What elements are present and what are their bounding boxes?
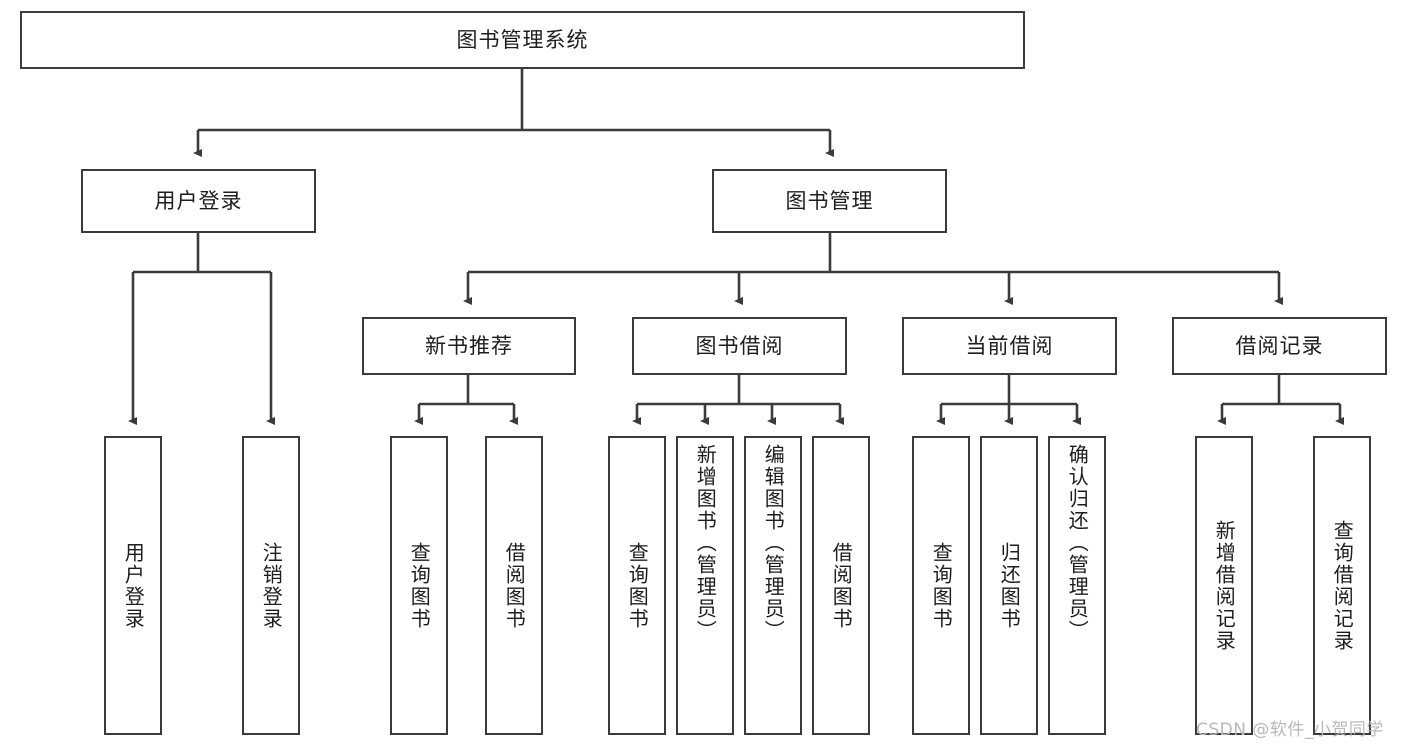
node-leaf-edit-book[interactable]: 编辑图书（管理员） [744,436,802,735]
node-leaf-query-record-label: 查询借阅记录 [1330,519,1355,652]
node-leaf-query-book-3[interactable]: 查询图书 [912,436,970,735]
node-current-borrow-label: 当前借阅 [965,333,1054,358]
node-book-borrow-label: 图书借阅 [695,333,784,358]
node-book-borrow[interactable]: 图书借阅 [632,317,847,375]
node-leaf-query-book-1-label: 查询图书 [407,541,432,630]
node-user-login[interactable]: 用户登录 [81,169,316,233]
node-borrow-record-label: 借阅记录 [1235,333,1324,358]
node-leaf-edit-book-label: 编辑图书（管理员） [761,444,786,642]
node-leaf-borrow-book-2-label: 借阅图书 [829,541,854,630]
node-new-book-recommend-label: 新书推荐 [425,333,513,358]
node-current-borrow[interactable]: 当前借阅 [902,317,1117,375]
watermark-text: CSDN @软件_小贺同学 [1196,720,1384,740]
node-leaf-borrow-book-2[interactable]: 借阅图书 [812,436,870,735]
node-leaf-return-book[interactable]: 归还图书 [980,436,1038,735]
node-root-label: 图书管理系统 [456,27,589,52]
node-leaf-borrow-book-1-label: 借阅图书 [502,541,527,630]
node-leaf-user-logout[interactable]: 注销登录 [242,436,300,735]
node-leaf-add-record[interactable]: 新增借阅记录 [1195,436,1253,735]
node-leaf-user-login-label: 用户登录 [121,541,146,630]
node-leaf-add-record-label: 新增借阅记录 [1212,519,1237,652]
node-leaf-add-book[interactable]: 新增图书（管理员） [676,436,734,735]
node-leaf-user-logout-label: 注销登录 [259,541,284,630]
node-leaf-borrow-book-1[interactable]: 借阅图书 [485,436,543,735]
node-root[interactable]: 图书管理系统 [20,11,1025,69]
node-leaf-query-record[interactable]: 查询借阅记录 [1313,436,1371,735]
node-leaf-confirm-return-label: 确认归还（管理员） [1065,444,1090,642]
node-leaf-return-book-label: 归还图书 [997,541,1022,630]
node-borrow-record[interactable]: 借阅记录 [1172,317,1387,375]
node-leaf-confirm-return[interactable]: 确认归还（管理员） [1048,436,1106,735]
node-book-manage[interactable]: 图书管理 [712,169,947,233]
node-book-manage-label: 图书管理 [785,188,874,213]
node-leaf-user-login[interactable]: 用户登录 [104,436,162,735]
node-leaf-query-book-1[interactable]: 查询图书 [390,436,448,735]
node-new-book-recommend[interactable]: 新书推荐 [362,317,576,375]
node-leaf-query-book-2-label: 查询图书 [625,541,650,630]
node-leaf-query-book-3-label: 查询图书 [929,541,954,630]
node-leaf-query-book-2[interactable]: 查询图书 [608,436,666,735]
node-leaf-add-book-label: 新增图书（管理员） [693,444,718,642]
node-user-login-label: 用户登录 [154,188,243,213]
